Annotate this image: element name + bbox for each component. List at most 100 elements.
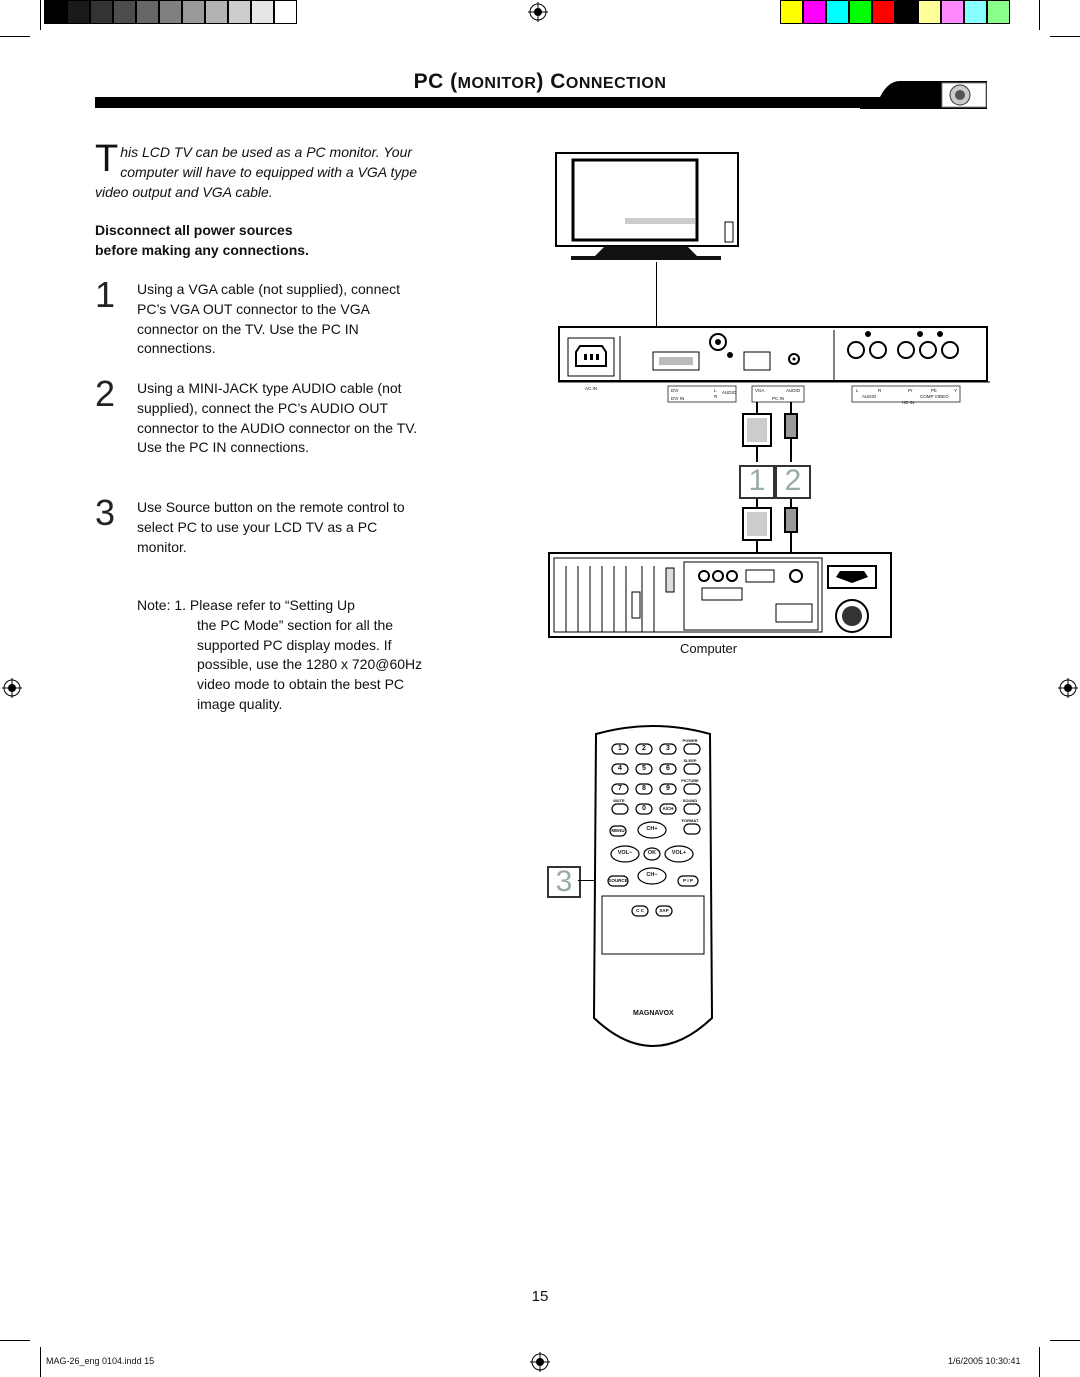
crop-mark — [0, 36, 30, 37]
remote-button-label: SAP — [659, 907, 669, 913]
remote-button-label: CH+ — [646, 826, 658, 833]
note: Note: 1. Please refer to “Setting Up the… — [137, 597, 423, 712]
crop-mark — [1050, 1340, 1080, 1341]
remote-button-label: VOL+ — [671, 850, 687, 857]
computer-back-illustration — [548, 552, 892, 638]
step-3: 3 Use Source button on the remote contro… — [95, 492, 425, 558]
step-2: 2 Using a MINI-JACK type AUDIO cable (no… — [95, 373, 425, 479]
remote-button-label: SLEEP — [683, 758, 697, 763]
registration-target-icon — [2, 678, 22, 698]
remote-button-label: MAGNAVOX — [633, 1009, 674, 1017]
color-swatch — [826, 0, 849, 24]
r-label-2: R — [878, 388, 882, 393]
computer-label: Computer — [680, 641, 738, 656]
cable-illustration — [742, 402, 798, 552]
color-swatch — [964, 0, 987, 24]
gray-swatch — [159, 0, 182, 24]
pc-in-label: PC IN — [772, 396, 785, 401]
l-label-2: L — [856, 388, 859, 393]
color-swatch — [803, 0, 826, 24]
color-swatch — [849, 0, 872, 24]
step-number: 3 — [95, 492, 116, 533]
color-swatch — [780, 0, 803, 24]
remote-button-label: 4 — [618, 764, 622, 772]
remote-button-label: SOUND — [682, 798, 698, 803]
remote-button-label: P I P — [683, 877, 693, 883]
title-rule — [95, 97, 875, 108]
y-label: Y — [954, 388, 958, 393]
gray-swatch — [251, 0, 274, 24]
registration-target-icon — [530, 1352, 550, 1372]
step-number: 2 — [95, 373, 116, 414]
remote-button-label: 1 — [618, 744, 622, 752]
remote-button-label: MENU — [611, 827, 625, 833]
remote-button-label: CH− — [646, 872, 658, 879]
crop-mark — [40, 1347, 41, 1377]
step-number: 1 — [95, 274, 116, 315]
crop-mark — [40, 0, 41, 30]
remote-button-label: 8 — [642, 784, 646, 792]
remote-button-label: 0 — [642, 804, 646, 812]
registration-target-icon — [528, 2, 548, 22]
audio-label-3: AUDIO — [862, 394, 877, 399]
callout-3: 3 — [547, 866, 581, 898]
gray-swatch — [136, 0, 159, 24]
page-number: 15 — [531, 1288, 549, 1305]
audio-label: AUDIO — [722, 390, 737, 395]
dvi-label: DVI — [671, 388, 679, 393]
color-swatch — [941, 0, 964, 24]
remote-button-label: FORMAT — [681, 818, 699, 823]
gray-swatch — [44, 0, 67, 24]
step-text: Using a VGA cable (not supplied), connec… — [137, 281, 401, 357]
callout-1: 1 — [739, 465, 775, 499]
crop-mark — [1039, 1347, 1040, 1377]
remote-button-label: 9 — [666, 784, 670, 792]
title-rule-end-icon — [860, 81, 987, 109]
remote-button-label: 6 — [666, 764, 670, 772]
comp-video-label: COMP VIDEO — [920, 394, 949, 399]
remote-button-label: OK — [647, 850, 657, 857]
remote-button-label: 3 — [666, 744, 670, 752]
vga-label: VGA — [755, 388, 765, 393]
footer-file: MAG-26_eng 0104.indd 15 — [46, 1356, 155, 1366]
remote-button-label: C C — [636, 907, 644, 913]
gray-swatch — [228, 0, 251, 24]
l-label: L — [714, 388, 717, 393]
step-text: Using a MINI-JACK type AUDIO cable (not … — [137, 380, 418, 456]
footer-date: 1/6/2005 10:30:41 — [948, 1356, 1021, 1366]
tv-back-panel-illustration — [558, 326, 990, 403]
connection-line — [656, 262, 657, 328]
lcd-tv-front-illustration — [555, 152, 739, 260]
hd-in-label: HD IN — [902, 400, 915, 405]
color-swatch — [987, 0, 1010, 24]
gray-swatch — [274, 0, 297, 24]
gray-swatch — [113, 0, 136, 24]
crop-mark — [1050, 36, 1080, 37]
pr-label: Pr — [908, 388, 913, 393]
remote-button-label: A/CH — [662, 805, 674, 811]
remote-button-label: 5 — [642, 764, 646, 772]
color-swatch — [918, 0, 941, 24]
remote-button-label: SOURCE — [608, 877, 628, 883]
gray-swatch — [90, 0, 113, 24]
remote-button-label: VOL− — [617, 850, 633, 857]
registration-target-icon — [1058, 678, 1078, 698]
audio-label-2: AUDIO — [786, 388, 801, 393]
remote-button-label: PICTURE — [681, 778, 699, 783]
remote-button-label: POWER — [682, 738, 698, 743]
gray-swatch — [182, 0, 205, 24]
color-swatch — [895, 0, 918, 24]
color-swatch — [872, 0, 895, 24]
step-1: 1 Using a VGA cable (not supplied), conn… — [95, 274, 425, 360]
warning-text: Disconnect all power sources before maki… — [95, 222, 309, 258]
remote-button-label: 7 — [618, 784, 622, 792]
gray-swatch — [205, 0, 228, 24]
page-title: PC (MONITOR) CONNECTION — [413, 70, 667, 93]
ac-in-label: AC IN — [585, 386, 598, 391]
remote-control-illustration — [592, 725, 714, 1047]
dvi-in-label: DVI IN — [671, 396, 685, 401]
remote-button-label: MUTE — [613, 798, 625, 803]
remote-button-label: 2 — [642, 744, 646, 752]
crop-mark — [0, 1340, 30, 1341]
